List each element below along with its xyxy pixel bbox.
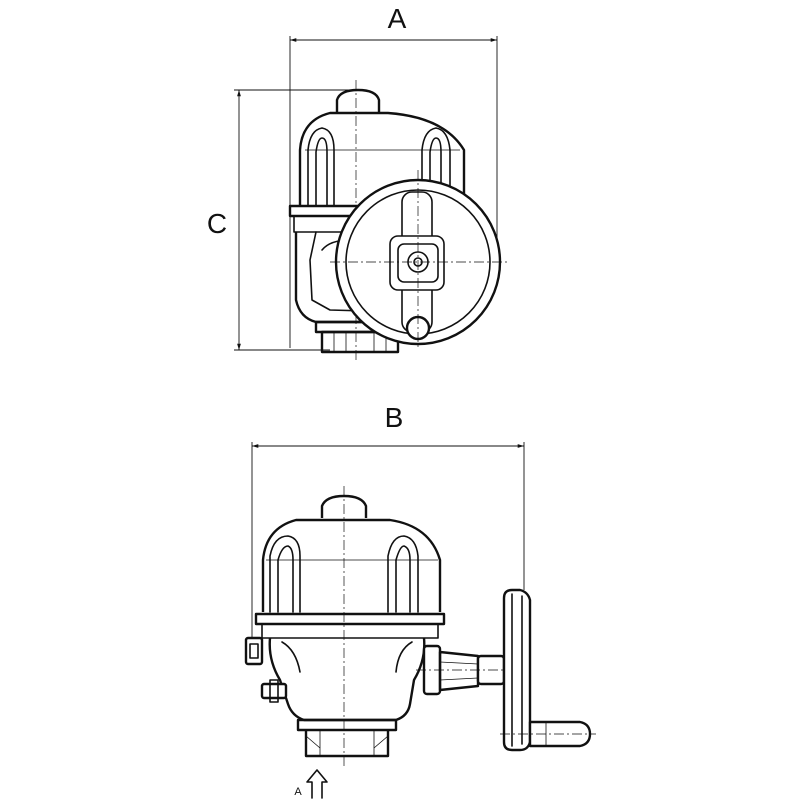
dimension-b-label: B bbox=[385, 402, 404, 433]
dimension-c: C bbox=[207, 89, 350, 351]
dimension-a-label: A bbox=[388, 3, 407, 34]
actuator-body-side bbox=[244, 486, 510, 766]
side-view: B bbox=[244, 402, 596, 799]
view-arrow-label: A bbox=[294, 786, 302, 798]
view-arrow-a: A bbox=[294, 769, 328, 799]
dimension-a: A bbox=[289, 3, 498, 348]
dimension-c-label: C bbox=[207, 208, 227, 239]
dimension-b: B bbox=[251, 402, 525, 640]
handwheel-front[interactable] bbox=[330, 170, 510, 350]
handwheel-side[interactable] bbox=[500, 588, 596, 752]
front-view: A C bbox=[207, 3, 510, 360]
